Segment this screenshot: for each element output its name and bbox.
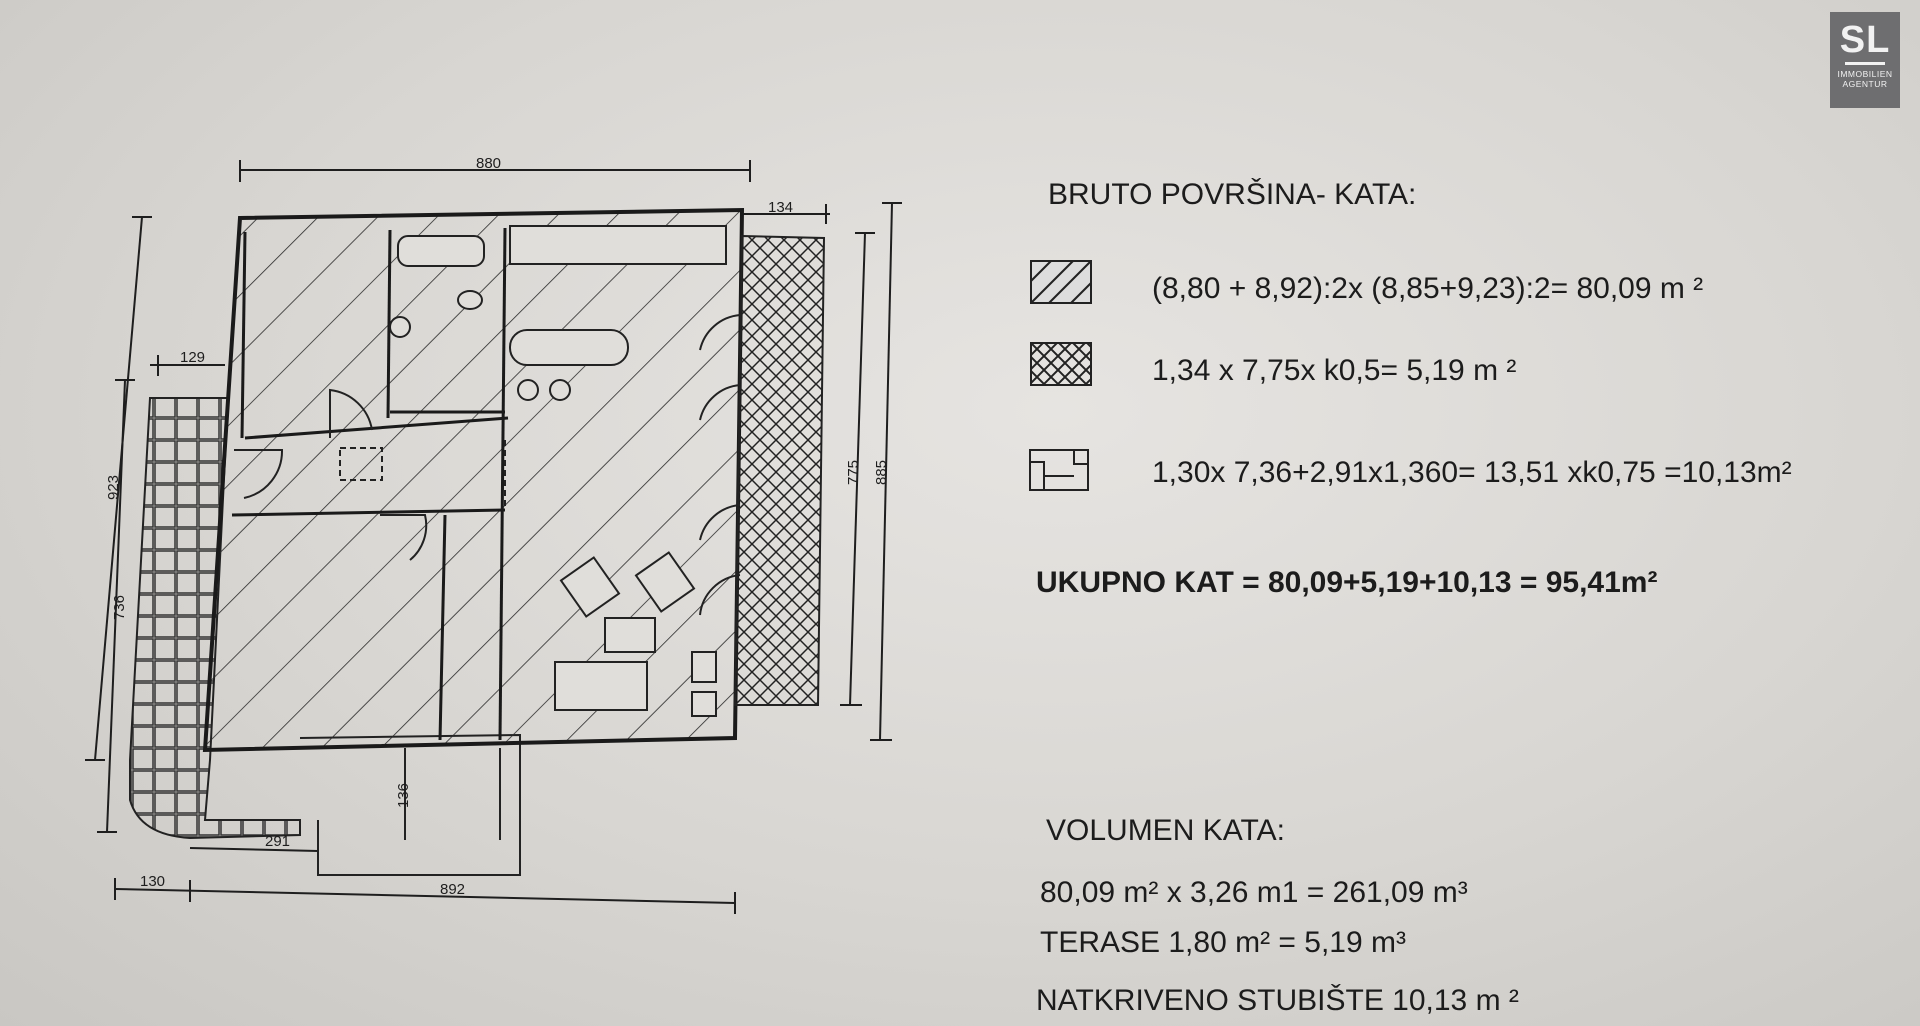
logo-mark: SL	[1839, 19, 1891, 61]
dim-entry: 136	[395, 783, 412, 808]
formula-row-3: 1,30x 7,36+2,91x1,360= 13,51 xk0,75 =10,…	[1152, 456, 1792, 489]
logo-subtitle-1: IMMOBILIEN	[1837, 69, 1893, 79]
floor-plan-drawing: 880 134 129 923 736 775 885 291 130 892 …	[85, 155, 902, 914]
volume-line-2: TERASE 1,80 m² = 5,19 m³	[1040, 926, 1406, 959]
dim-bottom-mid: 291	[265, 833, 290, 850]
dim-right-outer: 885	[873, 460, 890, 485]
logo-divider	[1845, 62, 1885, 65]
legend-stairs-swatch	[1029, 449, 1089, 491]
dim-left-height: 923	[105, 475, 122, 500]
logo-subtitle-2: AGENTUR	[1842, 79, 1888, 89]
dim-top-width: 880	[476, 155, 501, 172]
dim-bottom-left: 130	[140, 873, 165, 890]
volume-heading: VOLUMEN KATA:	[1046, 814, 1285, 847]
legend-crosshatch-swatch	[1030, 342, 1092, 386]
area-heading: BRUTO POVRŠINA- KATA:	[1048, 178, 1417, 211]
formula-row-2: 1,34 x 7,75x k0,5= 5,19 m ²	[1152, 354, 1517, 387]
legend-hatch-swatch	[1030, 260, 1092, 304]
dim-left-lower: 736	[111, 595, 128, 620]
total-area: UKUPNO KAT = 80,09+5,19+10,13 = 95,41m²	[1036, 566, 1658, 599]
formula-row-1: (8,80 + 8,92):2x (8,85+9,23):2= 80,09 m …	[1152, 272, 1704, 305]
dim-left-stair: 129	[180, 349, 205, 366]
dim-right-inner: 775	[845, 460, 862, 485]
dim-bottom-width: 892	[440, 881, 465, 898]
dim-right-ext: 134	[768, 199, 793, 216]
volume-line-1: 80,09 m² x 3,26 m1 = 261,09 m³	[1040, 876, 1468, 909]
volume-line-3: NATKRIVENO STUBIŠTE 10,13 m ²	[1036, 984, 1519, 1017]
agency-logo: SL IMMOBILIEN AGENTUR	[1830, 12, 1900, 108]
